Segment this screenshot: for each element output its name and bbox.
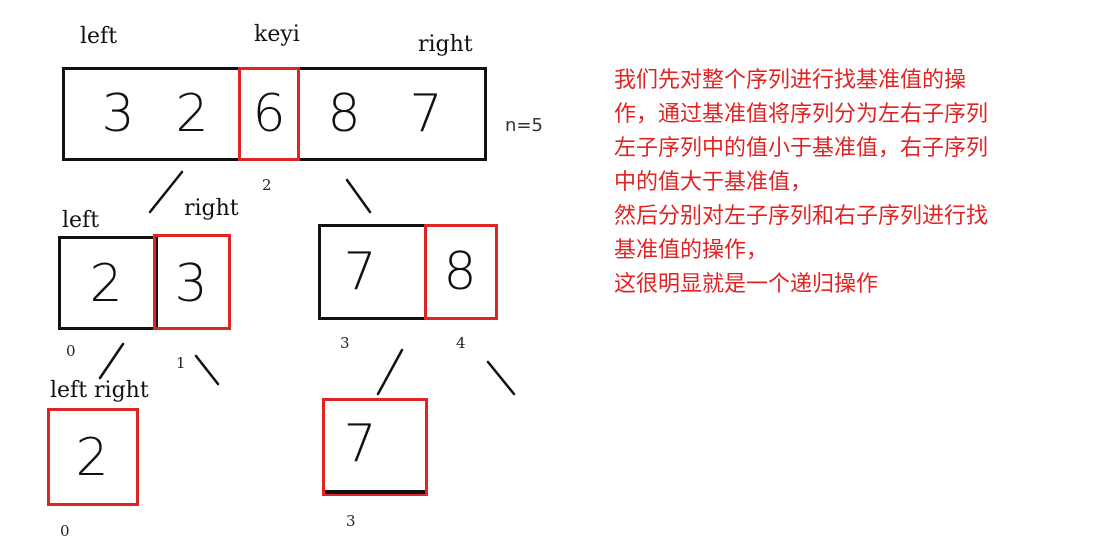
label-right-mid: right xyxy=(184,196,239,221)
edge-right-down xyxy=(376,348,404,396)
root-pivot-cell xyxy=(238,67,300,161)
leaf-left-value: 2 xyxy=(75,428,109,488)
edge-root-left xyxy=(148,170,184,214)
root-pivot-index: 2 xyxy=(262,176,272,194)
leaf-left-cell xyxy=(47,408,139,506)
label-right-top: right xyxy=(418,32,473,57)
left-subarray-pivot-cell xyxy=(153,234,231,330)
right-sub-index-pivot: 4 xyxy=(456,334,466,352)
edge-root-right xyxy=(345,178,372,214)
edge-left-down xyxy=(98,342,125,380)
right-sub-value-1: 8 xyxy=(443,242,477,302)
explanation-line: 我们先对整个序列进行找基准值的操 xyxy=(614,68,967,93)
explanation-line: 这很明显就是一个递归操作 xyxy=(614,272,879,297)
left-sub-value-0: 2 xyxy=(89,254,123,314)
explanation-line: 基准值的操作， xyxy=(614,238,769,263)
right-sub-index-start: 3 xyxy=(340,334,350,352)
explanation-text: 我们先对整个序列进行找基准值的操 作，通过基准值将序列分为左右子序列 左子序列中… xyxy=(614,64,1094,302)
label-keyi: keyi xyxy=(254,22,300,47)
explanation-line: 然后分别对左子序列和右子序列进行找 xyxy=(614,204,989,229)
root-value-2: 6 xyxy=(252,84,286,144)
label-left-right-bottom: left right xyxy=(50,378,149,403)
explanation-line: 中的值大于基准值， xyxy=(614,170,813,195)
root-value-3: 8 xyxy=(327,84,361,144)
leaf-right-index: 3 xyxy=(346,512,356,530)
leaf-right-cell xyxy=(322,398,428,496)
left-sub-value-1: 3 xyxy=(174,254,208,314)
right-sub-value-0: 7 xyxy=(343,242,377,302)
root-value-1: 2 xyxy=(175,84,209,144)
leaf-right-bottom-line xyxy=(325,490,425,494)
left-sub-index-pivot: 1 xyxy=(176,354,186,372)
label-left-mid: left xyxy=(62,208,100,233)
leaf-right-value: 7 xyxy=(343,414,377,474)
root-value-4: 7 xyxy=(409,84,443,144)
explanation-line: 作，通过基准值将序列分为左右子序列 xyxy=(614,102,989,127)
root-value-0: 3 xyxy=(101,84,135,144)
explanation-line: 左子序列中的值小于基准值，右子序列 xyxy=(614,136,989,161)
left-subarray-frame xyxy=(58,236,158,330)
leaf-left-index: 0 xyxy=(60,522,70,540)
edge-right-down2 xyxy=(486,360,516,396)
left-sub-index-start: 0 xyxy=(66,342,76,360)
edge-left-down2 xyxy=(194,354,220,386)
right-subarray-pivot-cell xyxy=(424,224,498,320)
label-left-top: left xyxy=(80,24,118,49)
array-length-note: n=5 xyxy=(505,115,543,136)
